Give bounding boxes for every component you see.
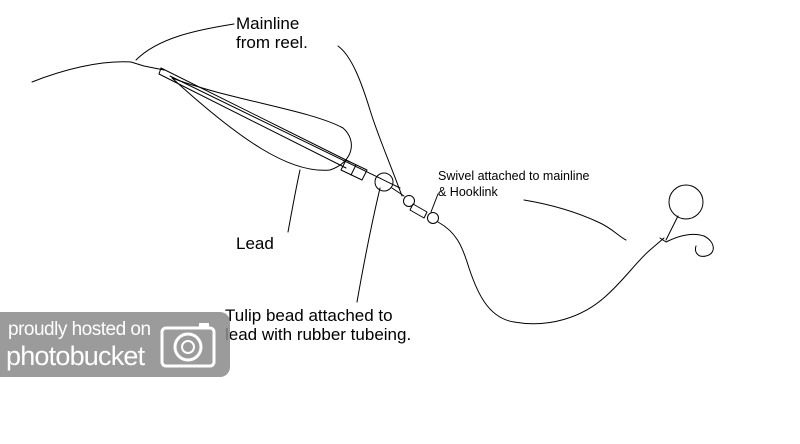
lead-weight <box>171 77 352 171</box>
tulip-bead <box>374 172 394 192</box>
tulip-pointer <box>356 187 381 303</box>
mainline-label-line2: from reel. <box>236 33 308 53</box>
watermark-line2: photobucket <box>6 341 145 371</box>
swivel-top-pointer <box>337 45 403 197</box>
watermark-line1: proudly hosted on <box>8 319 151 340</box>
lead-pointer <box>287 169 301 233</box>
line-to-swivel <box>391 187 405 197</box>
swivel-label-pointer <box>430 193 439 213</box>
swivel-label-line1: Swivel attached to mainline <box>438 169 590 183</box>
tube-end-cap <box>158 67 162 75</box>
swivel-ring-2 <box>427 212 439 224</box>
swivel-ring-1 <box>403 195 415 207</box>
center-line <box>169 75 401 189</box>
photobucket-watermark[interactable]: proudly hosted on photobucket <box>0 312 230 377</box>
tulip-bead-label: Tulip bead attached to lead with rubber … <box>225 306 411 344</box>
tulip-label-line1: Tulip bead attached to <box>225 306 393 325</box>
lead-label: Lead <box>236 234 274 253</box>
swivel-label-line2: & Hooklink <box>438 184 498 199</box>
mainline-label-line1: Mainline <box>236 14 300 33</box>
rubber-tube-upper <box>160 67 351 163</box>
mainline-label: Mainline from reel. <box>236 14 308 52</box>
bait <box>668 184 704 220</box>
hooklink-pointer <box>523 199 627 241</box>
rubber-tube-lower <box>158 73 347 169</box>
tulip-label-line2: lead with rubber tubeing. <box>225 325 412 345</box>
swivel-label: Swivel attached to mainline & Hooklink <box>438 169 589 200</box>
tube-sleeve <box>340 159 368 181</box>
mainline <box>31 61 165 83</box>
hooklink <box>437 221 665 325</box>
hair-line <box>665 215 679 241</box>
mainline-pointer <box>135 23 235 61</box>
hook <box>659 233 714 257</box>
tube-sleeve-divider <box>350 164 357 176</box>
swivel-body <box>409 203 428 219</box>
camera-icon <box>160 323 216 368</box>
